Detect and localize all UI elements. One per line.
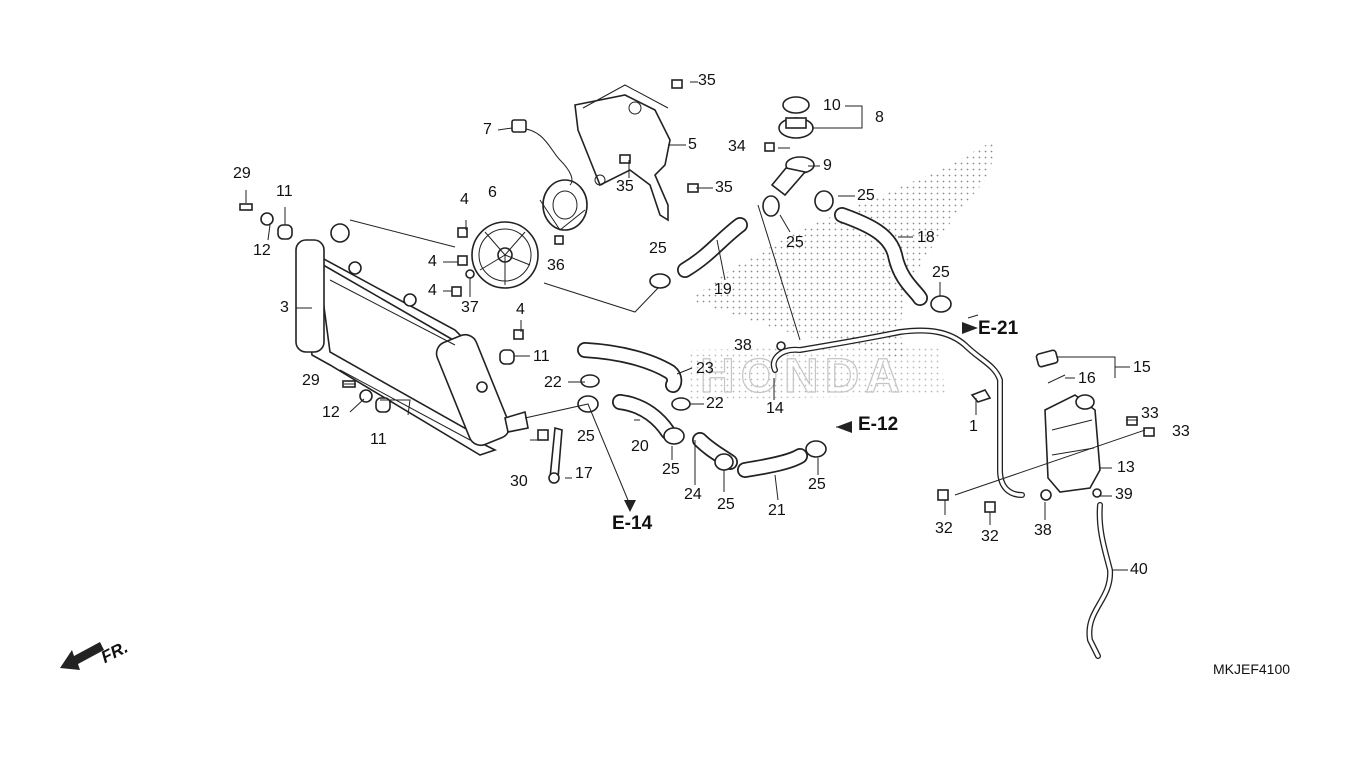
callout-36: 36 <box>547 257 565 274</box>
callout-32b: 32 <box>981 528 999 545</box>
callout-21: 21 <box>768 502 786 519</box>
reserve-tank <box>1044 394 1101 493</box>
callout-6: 6 <box>488 184 497 201</box>
callout-32a: 32 <box>935 520 953 537</box>
callout-22b: 22 <box>706 395 724 412</box>
callout-30: 30 <box>510 473 528 490</box>
radiator <box>295 223 529 456</box>
callout-18: 18 <box>917 229 935 246</box>
diagram-code: MKJEF4100 <box>1213 661 1291 677</box>
callout-11c: 11 <box>370 431 387 448</box>
callout-5: 5 <box>688 136 697 153</box>
callout-25a: 25 <box>649 240 667 257</box>
svg-text:HONDA: HONDA <box>700 350 906 403</box>
callout-3: 3 <box>280 299 289 316</box>
callout-35c: 35 <box>715 179 733 196</box>
callout-22a: 22 <box>544 374 562 391</box>
callout-4a: 4 <box>460 191 469 208</box>
callout-7: 7 <box>483 121 492 138</box>
tank-cap <box>1035 349 1066 384</box>
callout-11a: 11 <box>276 183 293 200</box>
hose-clamps <box>577 190 952 471</box>
callout-33b: 33 <box>1172 423 1190 440</box>
callout-10: 10 <box>823 97 841 114</box>
callout-25e: 25 <box>577 428 595 445</box>
callout-38a: 38 <box>734 337 752 354</box>
callout-19: 19 <box>714 281 732 298</box>
callout-1: 1 <box>969 418 978 435</box>
callout-11b: 11 <box>533 348 550 365</box>
callout-37: 37 <box>461 299 479 316</box>
leader-lines <box>245 81 1146 571</box>
callout-16: 16 <box>1078 370 1096 387</box>
callout-35a: 35 <box>698 72 716 89</box>
callout-39: 39 <box>1115 486 1133 503</box>
callout-25h: 25 <box>808 476 826 493</box>
e14-arrow <box>624 500 636 512</box>
callout-24: 24 <box>684 486 702 503</box>
overflow-pipes <box>770 327 1114 659</box>
callout-4d: 4 <box>516 301 525 318</box>
callout-35b: 35 <box>616 178 634 195</box>
callout-33a: 33 <box>1141 405 1159 422</box>
callout-20: 20 <box>631 438 649 455</box>
callout-13: 13 <box>1117 459 1135 476</box>
callout-25g: 25 <box>717 496 735 513</box>
e21-arrow <box>962 322 978 334</box>
callout-8: 8 <box>875 109 884 126</box>
callout-9: 9 <box>823 157 832 174</box>
front-direction-arrow <box>60 642 104 670</box>
callout-40: 40 <box>1130 561 1148 578</box>
callout-25f: 25 <box>662 461 680 478</box>
ref-e12-label: E-12 <box>858 414 899 435</box>
callout-25c: 25 <box>857 187 875 204</box>
callout-25d: 25 <box>932 264 950 281</box>
callout-4b: 4 <box>428 253 437 270</box>
callout-12b: 12 <box>322 404 340 421</box>
callout-23: 23 <box>696 360 714 377</box>
ref-e14-label: E-14 <box>612 513 653 534</box>
watermark-logo: HONDA <box>690 140 995 404</box>
callout-17: 17 <box>575 465 593 482</box>
callout-4c: 4 <box>428 282 437 299</box>
callout-38b: 38 <box>1034 522 1052 539</box>
callout-29a: 29 <box>233 165 251 182</box>
callout-34: 34 <box>728 138 746 155</box>
e12-arrow <box>836 421 852 433</box>
hoses <box>577 207 928 478</box>
callout-25b: 25 <box>786 234 804 251</box>
callout-15: 15 <box>1133 359 1151 376</box>
callout-29b: 29 <box>302 372 320 389</box>
radiator-cap <box>770 96 815 197</box>
ref-e21-label: E-21 <box>978 318 1019 339</box>
callout-12a: 12 <box>253 242 271 259</box>
callout-14: 14 <box>766 400 784 417</box>
fan <box>471 221 539 289</box>
